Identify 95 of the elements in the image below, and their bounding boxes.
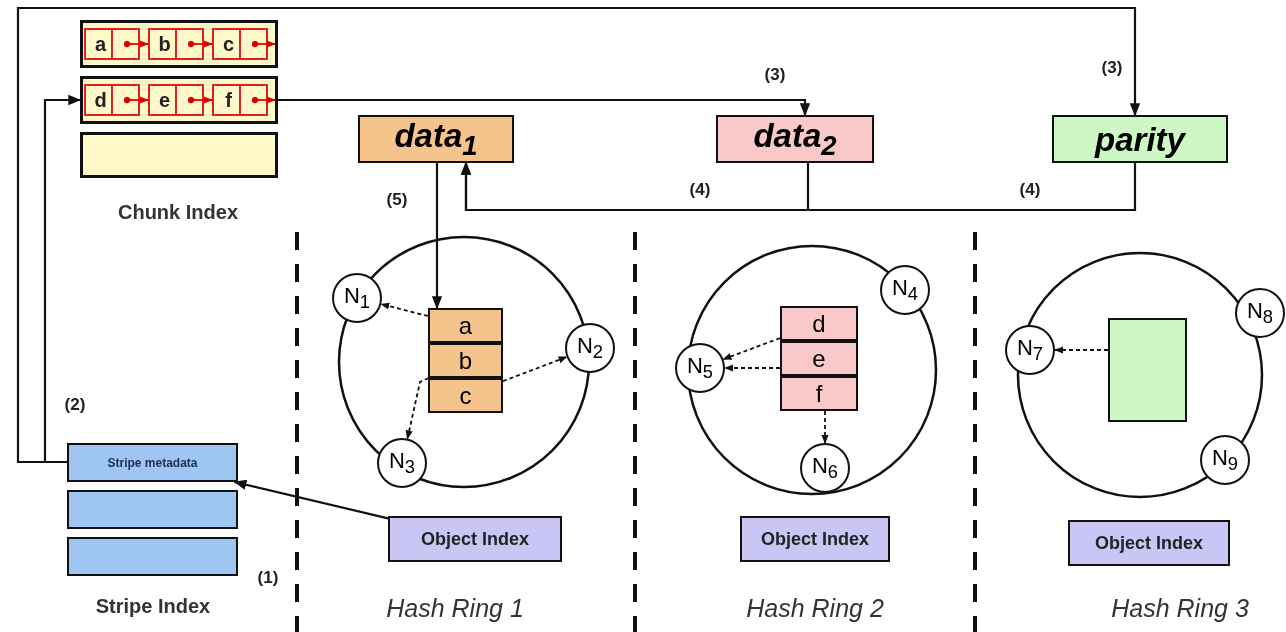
chunk-label: data$_{1}$ [394, 118, 478, 160]
storage-node-circle [880, 265, 930, 315]
node-label: N$_{8}$ [1246, 299, 1274, 327]
pointer-arrow [187, 96, 213, 104]
ring-caption: Hash Ring 1 [386, 593, 524, 623]
chunk-entry-box [80, 20, 278, 68]
object-index-box [388, 516, 562, 562]
cell-letter: b [157, 34, 172, 54]
node-label: N$_{6}$ [811, 454, 839, 482]
arrow [278, 98, 811, 117]
pointer-arrow [187, 40, 213, 48]
object-cell [428, 308, 503, 343]
linked-list-node [148, 28, 204, 60]
linked-list-node [84, 28, 140, 60]
step-number: (2) [62, 395, 88, 415]
object-cell [780, 341, 858, 376]
linked-list-node [212, 28, 268, 60]
linked-list-node [84, 84, 140, 116]
node-label: N$_{1}$ [343, 284, 371, 312]
storage-node-circle [800, 443, 850, 493]
storage-node-circle [675, 343, 725, 393]
index-caption: Stripe Index [95, 594, 211, 618]
cell-letter: f [815, 381, 823, 406]
cell-letter: a [93, 34, 108, 54]
index-label: Object Index [761, 530, 869, 548]
node-label: N$_{3}$ [388, 449, 416, 477]
dashed-arrow [1054, 346, 1109, 354]
node-label: N$_{5}$ [686, 354, 714, 382]
cell-letter: e [812, 346, 826, 371]
object-cell [780, 306, 858, 341]
step-number: (4) [687, 180, 713, 200]
node-label: N$_{7}$ [1016, 336, 1044, 364]
step-number: (4) [1017, 180, 1043, 200]
chunk-entry-box [80, 76, 278, 124]
dashed-arrow [821, 410, 829, 444]
arrow [43, 94, 82, 464]
storage-node-circle [1200, 435, 1250, 485]
parity-object-box [1108, 318, 1187, 422]
storage-node-circle [332, 273, 382, 323]
chunk-label: data$_{2}$ [753, 118, 837, 160]
arrow [16, 6, 1141, 464]
object-cell [428, 343, 503, 378]
object-cell [428, 378, 503, 413]
node-label: N$_{4}$ [891, 276, 919, 304]
dashed-arrow [502, 356, 568, 383]
step-number: (3) [762, 65, 788, 85]
chunk-label: parity [1095, 122, 1185, 156]
parity-chunk-box [1052, 115, 1228, 163]
step-number: (1) [255, 568, 281, 588]
dashed-arrow [380, 302, 429, 317]
cell-letter: d [93, 90, 108, 110]
entry-label: Stripe metadata [107, 456, 198, 469]
dashed-arrow [724, 364, 781, 372]
pointer-arrow [123, 96, 149, 104]
linked-list-node [148, 84, 204, 116]
object-index-box [1068, 520, 1230, 566]
cell-letter: b [458, 348, 473, 373]
data-chunk-box [358, 115, 514, 163]
index-label: Object Index [421, 530, 529, 548]
cell-letter: c [459, 383, 472, 408]
chunk-entry-box [80, 132, 278, 178]
arrow [460, 161, 1137, 212]
index-label: Object Index [1095, 534, 1203, 552]
linked-list-node [212, 84, 268, 116]
pointer-arrow [251, 96, 276, 104]
index-caption: Chunk Index [118, 200, 238, 224]
dashed-arrow [722, 337, 781, 361]
node-label: N$_{2}$ [576, 334, 604, 362]
storage-node-circle [565, 323, 615, 373]
arrow [431, 163, 443, 310]
arrow [233, 479, 389, 520]
pointer-arrow [123, 40, 149, 48]
stripe-entry-box [67, 490, 238, 529]
object-stack [780, 306, 858, 411]
node-label: N$_{9}$ [1211, 446, 1239, 474]
pointer-arrow [251, 40, 276, 48]
storage-node-circle [377, 438, 427, 488]
ring-caption: Hash Ring 2 [746, 593, 884, 623]
cell-letter: a [458, 313, 473, 338]
cell-letter: e [157, 90, 172, 110]
data-chunk-box [716, 115, 874, 163]
object-cell [780, 376, 858, 411]
object-stack [428, 308, 503, 413]
cell-letter: d [812, 311, 826, 336]
stripe-entry-box [67, 443, 238, 482]
storage-node-circle [1005, 325, 1055, 375]
stripe-entry-box [67, 537, 238, 576]
object-index-box [740, 516, 890, 562]
dashed-arrow [405, 377, 430, 440]
step-number: (3) [1099, 58, 1125, 78]
storage-node-circle [1235, 288, 1285, 338]
cell-letter: f [224, 90, 233, 110]
ring-caption: Hash Ring 3 [1111, 593, 1249, 623]
step-number: (5) [384, 190, 410, 210]
cell-letter: c [221, 34, 236, 54]
